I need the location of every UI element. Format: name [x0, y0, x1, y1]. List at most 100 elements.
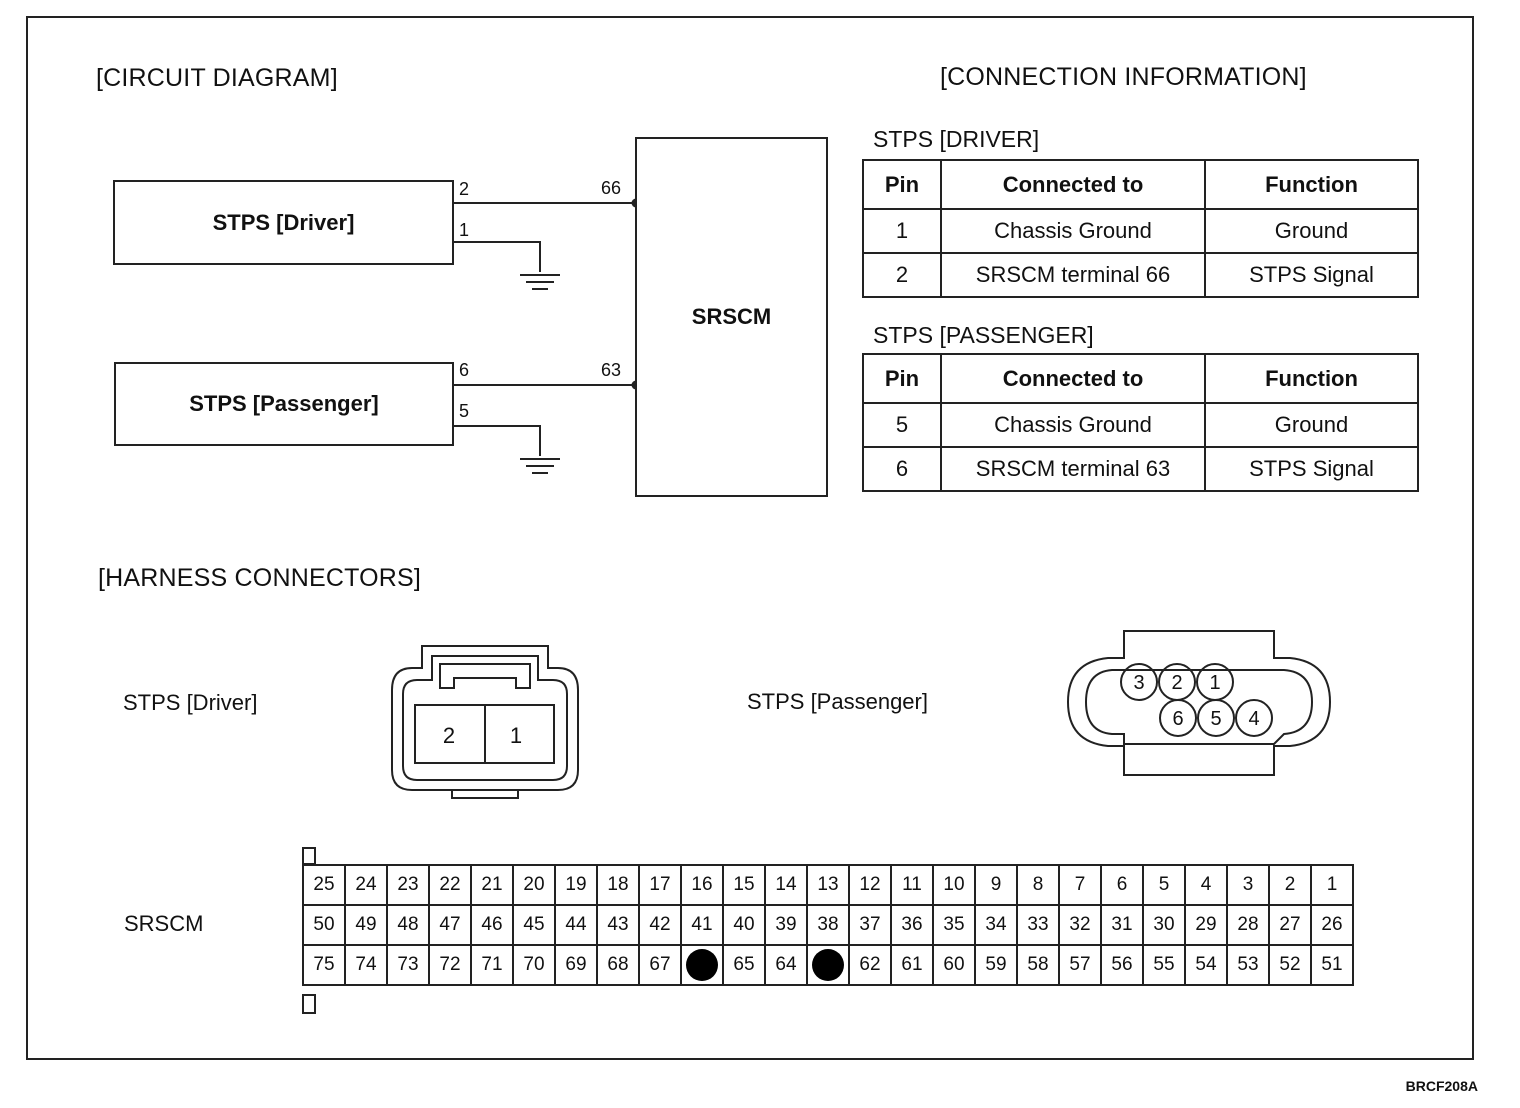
srscm-pin-22: 22 [428, 864, 472, 906]
srscm-pin-10: 10 [932, 864, 976, 906]
srscm-pin-5: 5 [1142, 864, 1186, 906]
srscm-pin-18: 18 [596, 864, 640, 906]
srscm-pin-28: 28 [1226, 904, 1270, 946]
srscm-pin-21: 21 [470, 864, 514, 906]
srscm-module-box: SRSCM [635, 137, 828, 497]
table-row: 5 Chassis Ground Ground [862, 402, 1419, 448]
srscm-pin-42: 42 [638, 904, 682, 946]
srscm-pin-36: 36 [890, 904, 934, 946]
srscm-pin-72: 72 [428, 944, 472, 986]
srscm-pin-11: 11 [890, 864, 934, 906]
driver-connection-table: Pin Connected to Function 1 Chassis Grou… [862, 159, 1419, 298]
srscm-pin-37: 37 [848, 904, 892, 946]
srscm-terminal-66-label: 66 [601, 178, 622, 198]
srscm-pin-65: 65 [722, 944, 766, 986]
srscm-pin-2: 2 [1268, 864, 1312, 906]
srscm-pin-75: 75 [302, 944, 346, 986]
connected-to-column-header: Connected to [940, 159, 1206, 210]
table-cell: Ground [1204, 402, 1419, 448]
srscm-pin-44: 44 [554, 904, 598, 946]
srscm-pin-47: 47 [428, 904, 472, 946]
srscm-pin-23: 23 [386, 864, 430, 906]
srscm-pin-68: 68 [596, 944, 640, 986]
srscm-pin-14: 14 [764, 864, 808, 906]
srscm-pin-7: 7 [1058, 864, 1102, 906]
srscm-pin-66-used [680, 944, 724, 986]
diagram-frame [26, 16, 1474, 1060]
srscm-pin-13: 13 [806, 864, 850, 906]
srscm-pin-73: 73 [386, 944, 430, 986]
table-cell: STPS Signal [1204, 446, 1419, 492]
srscm-pin-40: 40 [722, 904, 766, 946]
connection-information-heading: [CONNECTION INFORMATION] [940, 63, 1307, 91]
srscm-pin-31: 31 [1100, 904, 1144, 946]
table-cell: SRSCM terminal 66 [940, 252, 1206, 298]
srscm-pin-16: 16 [680, 864, 724, 906]
srscm-pin-52: 52 [1268, 944, 1312, 986]
srscm-pin-62: 62 [848, 944, 892, 986]
srscm-pin-8: 8 [1016, 864, 1060, 906]
srscm-pin-53: 53 [1226, 944, 1270, 986]
driver-connector-pin-1: 1 [510, 723, 522, 748]
stps-passenger-box: STPS [Passenger] [114, 362, 454, 446]
driver-table-title: STPS [DRIVER] [873, 126, 1040, 152]
srscm-pin-38: 38 [806, 904, 850, 946]
srscm-pin-61: 61 [890, 944, 934, 986]
srscm-pin-33: 33 [1016, 904, 1060, 946]
table-cell: 6 [862, 446, 942, 492]
srscm-pin-26: 26 [1310, 904, 1354, 946]
pin-column-header: Pin [862, 159, 942, 210]
table-cell: SRSCM terminal 63 [940, 446, 1206, 492]
srscm-pin-9: 9 [974, 864, 1018, 906]
function-column-header: Function [1204, 353, 1419, 404]
table-row: 1 Chassis Ground Ground [862, 208, 1419, 254]
table-cell: 2 [862, 252, 942, 298]
srscm-pin-67: 67 [638, 944, 682, 986]
srscm-pin-1: 1 [1310, 864, 1354, 906]
srscm-pin-46: 46 [470, 904, 514, 946]
srscm-pin-34: 34 [974, 904, 1018, 946]
srscm-pin-49: 49 [344, 904, 388, 946]
driver-connector-pin-2: 2 [443, 723, 455, 748]
connected-to-column-header: Connected to [940, 353, 1206, 404]
srscm-pin-29: 29 [1184, 904, 1228, 946]
circuit-diagram-heading: [CIRCUIT DIAGRAM] [96, 64, 338, 92]
terminal-used-dot-icon [686, 949, 718, 981]
srscm-pin-60: 60 [932, 944, 976, 986]
srscm-terminal-63-label: 63 [601, 360, 622, 380]
srscm-pin-45: 45 [512, 904, 556, 946]
passenger-connection-table: Pin Connected to Function 5 Chassis Grou… [862, 353, 1419, 492]
passenger-connector-pin-6: 6 [1172, 708, 1183, 730]
figure-code: BRCF208A [1405, 1078, 1478, 1094]
srscm-connector-top-tab [302, 847, 316, 865]
srscm-pin-24: 24 [344, 864, 388, 906]
srscm-pin-64: 64 [764, 944, 808, 986]
srscm-pin-70: 70 [512, 944, 556, 986]
passenger-connector-pin-1: 1 [1209, 672, 1220, 694]
passenger-connector-pin-5: 5 [1210, 708, 1221, 730]
table-cell: 5 [862, 402, 942, 448]
passenger-table-title: STPS [PASSENGER] [873, 322, 1094, 348]
srscm-pin-71: 71 [470, 944, 514, 986]
table-row: 6 SRSCM terminal 63 STPS Signal [862, 446, 1419, 492]
srscm-pin-25: 25 [302, 864, 346, 906]
srscm-pin-43: 43 [596, 904, 640, 946]
srscm-pin-48: 48 [386, 904, 430, 946]
srscm-pin-56: 56 [1100, 944, 1144, 986]
harness-connectors-heading: [HARNESS CONNECTORS] [98, 564, 422, 592]
terminal-used-dot-icon [812, 949, 844, 981]
passenger-connector-label: STPS [Passenger] [747, 689, 928, 714]
srscm-pin-50: 50 [302, 904, 346, 946]
srscm-pin-4: 4 [1184, 864, 1228, 906]
table-row: 2 SRSCM terminal 66 STPS Signal [862, 252, 1419, 298]
srscm-pin-54: 54 [1184, 944, 1228, 986]
table-cell: Chassis Ground [940, 208, 1206, 254]
srscm-pin-51: 51 [1310, 944, 1354, 986]
srscm-pin-17: 17 [638, 864, 682, 906]
srscm-pin-69: 69 [554, 944, 598, 986]
srscm-pin-59: 59 [974, 944, 1018, 986]
